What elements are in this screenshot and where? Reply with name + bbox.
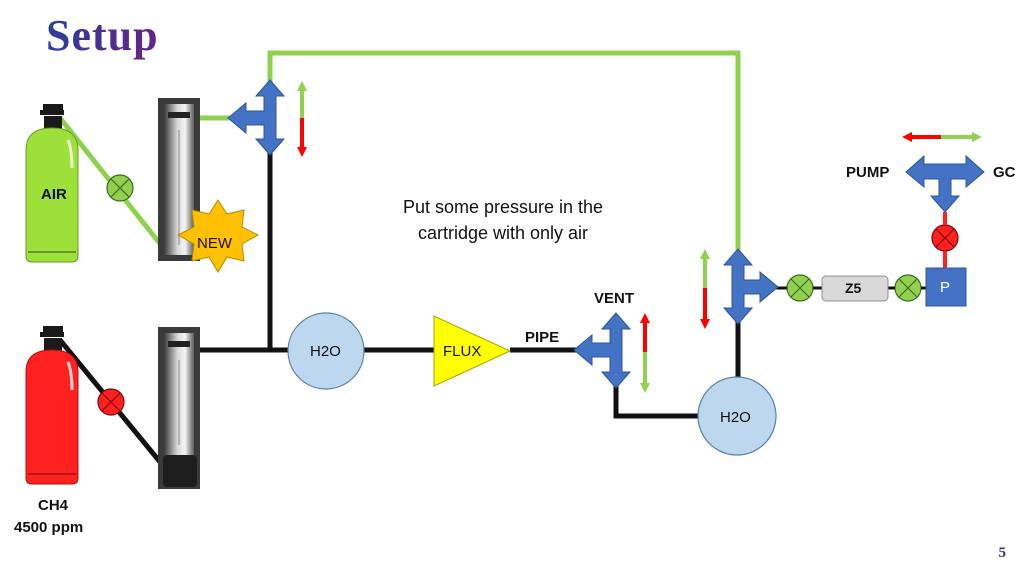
pipe-label: PIPE (525, 329, 560, 346)
vent-label: VENT (594, 290, 635, 307)
air-label: AIR (41, 186, 67, 203)
h2o-left-label: H2O (310, 343, 341, 360)
p-label: P (940, 279, 951, 296)
pump-box (925, 267, 967, 307)
z5-label: Z5 (845, 280, 862, 296)
flowmeter-bottom (158, 327, 200, 489)
z5-box (821, 275, 889, 302)
air-valve-open (106, 174, 134, 202)
air-tank (25, 104, 79, 263)
vent-three-way-valve (573, 312, 632, 389)
new-label: NEW (197, 235, 232, 252)
slide-title: Setup (46, 11, 159, 60)
note-line-2: cartridge with only air (417, 223, 589, 243)
ch4-tank (25, 326, 79, 485)
new-star (176, 199, 260, 273)
h2o-vessel-right (697, 376, 777, 456)
pump-valve-closed (931, 224, 959, 252)
flowmeter-top (158, 98, 200, 261)
z5-left-valve-open (786, 274, 814, 302)
note-line-1: Put some pressure in the (402, 197, 604, 217)
page-number: 5 (998, 545, 1007, 561)
h2o-vessel-left (287, 312, 365, 390)
top-three-way-valve (227, 79, 286, 156)
right-three-way-valve (722, 248, 779, 325)
gc-label: GC (993, 164, 1016, 181)
h2o-right-label: H2O (720, 409, 751, 426)
pump-three-way-valve (905, 154, 985, 213)
ch4-label: CH4 (38, 497, 69, 514)
pump-label: PUMP (846, 164, 890, 181)
flux-chamber (433, 315, 512, 387)
z5-right-valve-open (894, 274, 922, 302)
ch4-valve-closed (97, 388, 125, 416)
flux-label: FLUX (443, 343, 482, 360)
instruction-note: Put some pressure in the cartridge with … (383, 194, 623, 246)
ch4-concentration-label: 4500 ppm (14, 519, 84, 536)
